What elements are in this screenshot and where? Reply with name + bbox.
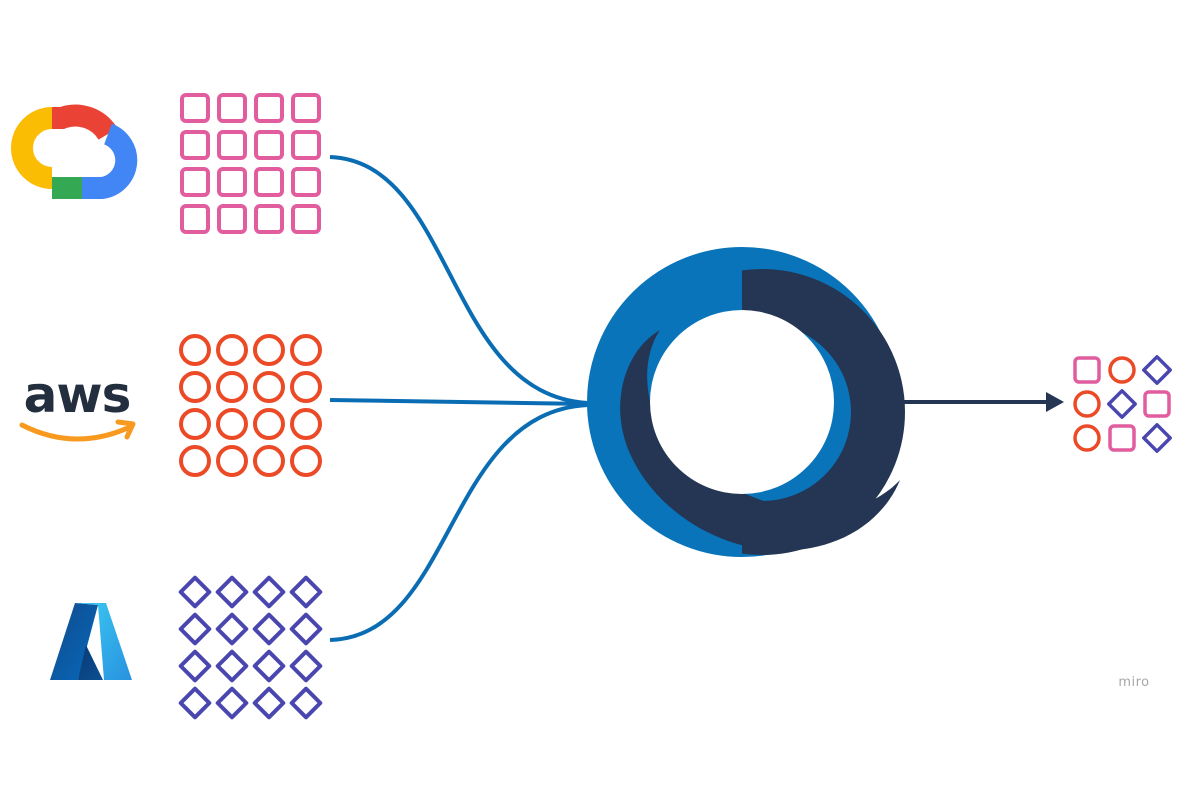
output-arrow [902,392,1064,412]
circle-icon [253,334,285,366]
aws-logo: aws [19,366,136,442]
square-icon [180,130,210,160]
diamond-icon [252,575,286,609]
diamond-icon [1107,389,1137,419]
diamond-icon [178,649,212,683]
circle-icon [216,445,248,477]
square-icon [1108,424,1136,452]
circle-icon [179,445,211,477]
diamond-icon [215,649,249,683]
square-icon [291,167,321,197]
aws-smile-icon [19,422,133,442]
square-icon [180,93,210,123]
diamond-icon [252,649,286,683]
connectors [329,155,589,642]
diamond-icon [289,686,323,720]
square-icon [217,167,247,197]
aws-circle-grid [179,334,322,477]
circle-icon [253,408,285,440]
diamond-icon [252,686,286,720]
square-icon [254,130,284,160]
diamond-icon [1142,423,1172,453]
azure-logo [50,603,132,680]
google-cloud-logo [11,104,138,199]
diamond-icon [1142,355,1172,385]
circle-icon [216,334,248,366]
connector-line [329,155,589,405]
square-icon [217,93,247,123]
diamond-icon [289,649,323,683]
circle-icon [290,334,322,366]
square-icon [1073,356,1101,384]
arrow-head-icon [1046,392,1064,412]
circle-icon [290,408,322,440]
diamond-icon [178,686,212,720]
miro-watermark: miro [1118,675,1149,690]
azure-diamond-grid [178,575,323,720]
connector-line [329,398,589,406]
circle-icon [179,334,211,366]
square-icon [180,204,210,234]
square-icon [254,167,284,197]
aws-arrow-tip-icon [115,419,136,440]
square-icon [291,93,321,123]
square-icon [291,130,321,160]
square-icon [254,93,284,123]
square-icon [1143,390,1171,418]
square-icon [180,167,210,197]
diamond-icon [215,575,249,609]
circle-icon [179,371,211,403]
ring-logo-hole [650,310,834,494]
diamond-icon [252,612,286,646]
circle-icon [1073,424,1101,452]
diamond-icon [289,612,323,646]
circle-icon [290,371,322,403]
circle-icon [253,445,285,477]
circle-icon [179,408,211,440]
diamond-icon [178,612,212,646]
diamond-icon [289,575,323,609]
connector-line [329,403,589,642]
circle-icon [290,445,322,477]
circle-icon [1108,356,1136,384]
ring-logo-dark-swoosh [620,330,900,551]
aws-logo-text: aws [24,366,131,424]
output-mixed-grid [1073,355,1172,453]
square-icon [254,204,284,234]
square-icon [217,204,247,234]
square-icon [291,204,321,234]
diamond-icon [215,612,249,646]
circle-icon [216,371,248,403]
circle-icon [1073,390,1101,418]
circle-icon [216,408,248,440]
square-icon [217,130,247,160]
diamond-icon [178,575,212,609]
ring-logo [587,247,905,557]
google-cloud-square-grid [180,93,321,234]
diamond-icon [215,686,249,720]
circle-icon [253,371,285,403]
